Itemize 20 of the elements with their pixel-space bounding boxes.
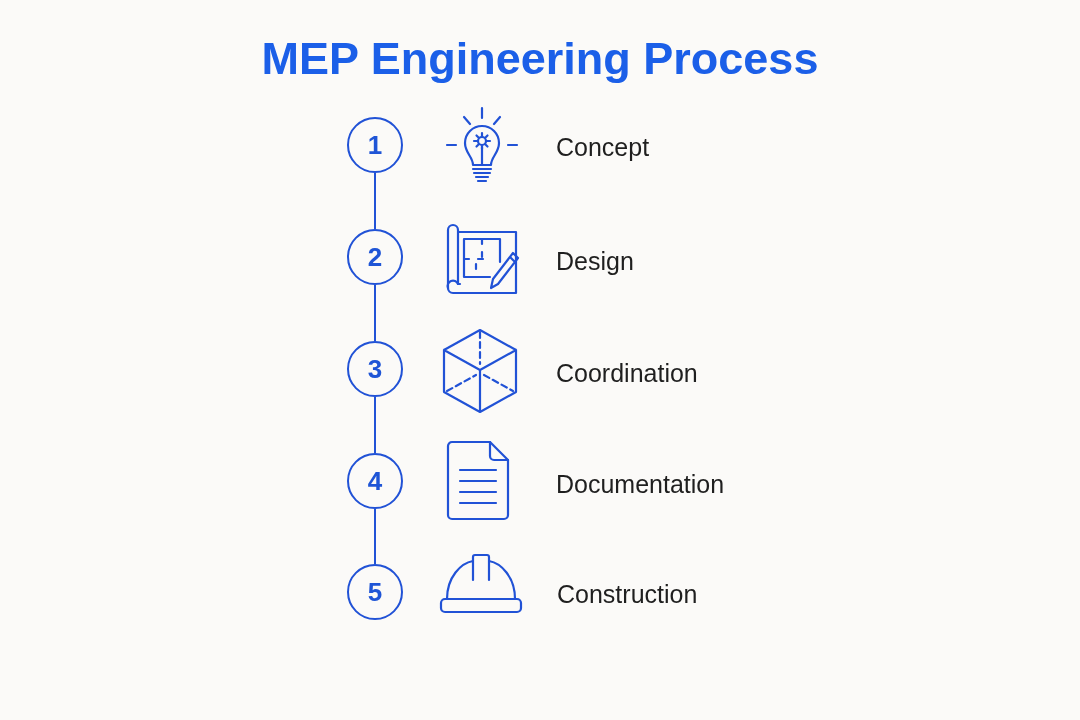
step-number-circle [347,341,403,397]
connector-line [374,508,376,565]
diagram-title: MEP Engineering Process [261,32,819,86]
step-number: 2 [367,242,383,272]
step-number-circle [347,229,403,285]
step-number-circle [347,117,403,173]
step-label: Construction [557,579,698,610]
step-number: 4 [367,466,383,496]
step-number: 5 [367,577,383,607]
connector-line [374,284,376,342]
step-label: Design [556,246,634,277]
step-label: Concept [556,132,650,163]
step-label: Coordination [556,358,698,389]
step-label: Documentation [556,469,725,500]
step-number: 3 [367,354,383,384]
connector-line [374,172,376,230]
step-number-circle [347,564,403,620]
connector-line [374,396,376,454]
step-number-circle [347,453,403,509]
step-number: 1 [367,130,383,160]
